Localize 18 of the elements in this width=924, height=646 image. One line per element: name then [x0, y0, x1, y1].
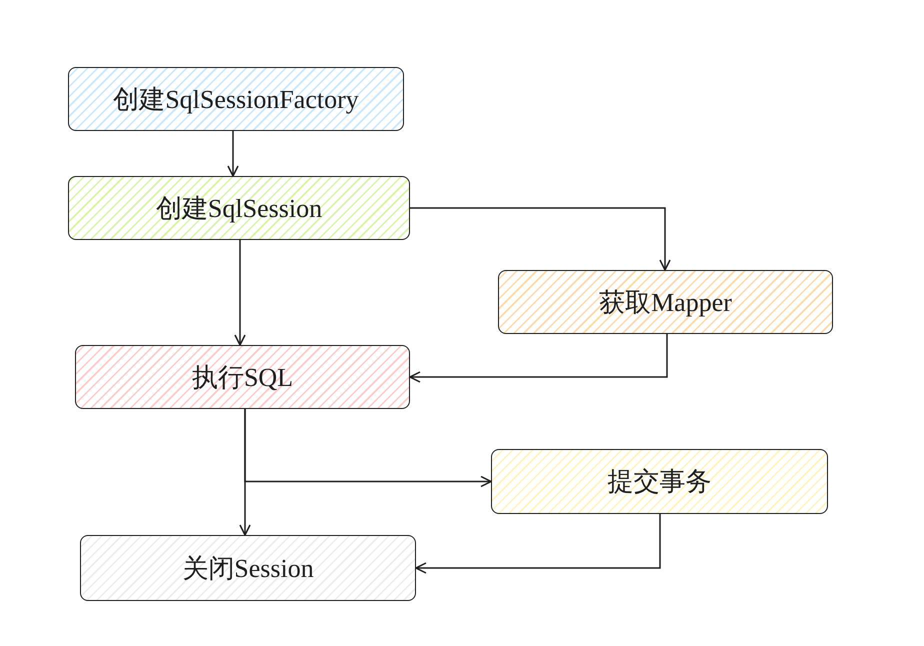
arrow	[415, 514, 661, 574]
process-box	[68, 176, 410, 240]
box-label: 创建SqlSessionFactory	[113, 84, 359, 116]
box-label: 执行SQL	[192, 362, 294, 394]
box-label: 提交事务	[608, 466, 712, 498]
arrow	[234, 240, 246, 346]
arrow	[409, 334, 668, 383]
process-box	[80, 535, 416, 601]
process-box	[75, 345, 410, 409]
process-box	[491, 449, 828, 514]
box-label: 创建SqlSession	[156, 192, 322, 224]
arrow	[239, 409, 251, 536]
process-box	[68, 67, 404, 131]
arrow	[410, 207, 671, 271]
arrow	[227, 131, 239, 177]
box-label: 关闭Session	[182, 552, 314, 584]
box-label: 获取Mapper	[599, 286, 732, 318]
process-box	[498, 270, 833, 334]
